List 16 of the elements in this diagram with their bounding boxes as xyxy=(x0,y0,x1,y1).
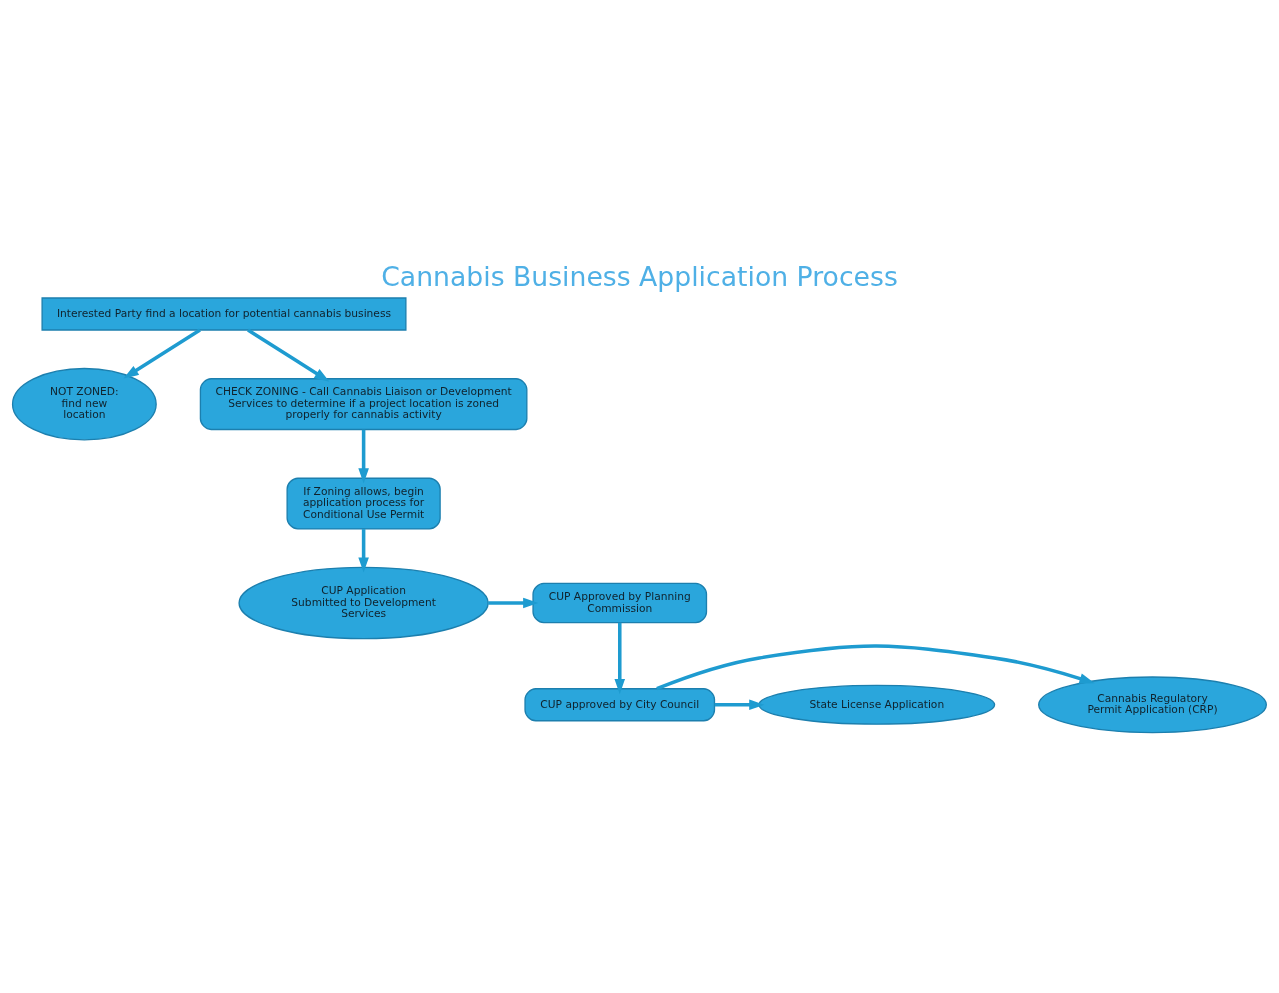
arrow xyxy=(358,429,369,483)
arrow xyxy=(714,698,765,710)
node-box: CUP Approved by Planning Commission xyxy=(532,582,708,623)
node-ellipse: CUP Application Submitted to Development Services xyxy=(238,566,489,639)
node-box: Interested Party find a location for potential cannabis business xyxy=(41,296,407,331)
arrow xyxy=(358,528,369,573)
diagram-title: Cannabis Business Application Process xyxy=(381,260,898,292)
arrow xyxy=(488,597,539,608)
node-ellipse: State License Application xyxy=(758,684,996,725)
arrow xyxy=(247,328,330,382)
arrow xyxy=(123,328,201,378)
node-box: CUP approved by City Council xyxy=(524,687,716,721)
arrow xyxy=(614,622,626,694)
node-box: If Zoning allows, begin application process for Conditional Use Permit xyxy=(286,477,441,530)
arrow xyxy=(656,643,1095,690)
node-box: CHECK ZONING - Call Cannabis Liaison or Development Services to determine if a project location is zoned properly for cannabis activity xyxy=(199,377,528,430)
